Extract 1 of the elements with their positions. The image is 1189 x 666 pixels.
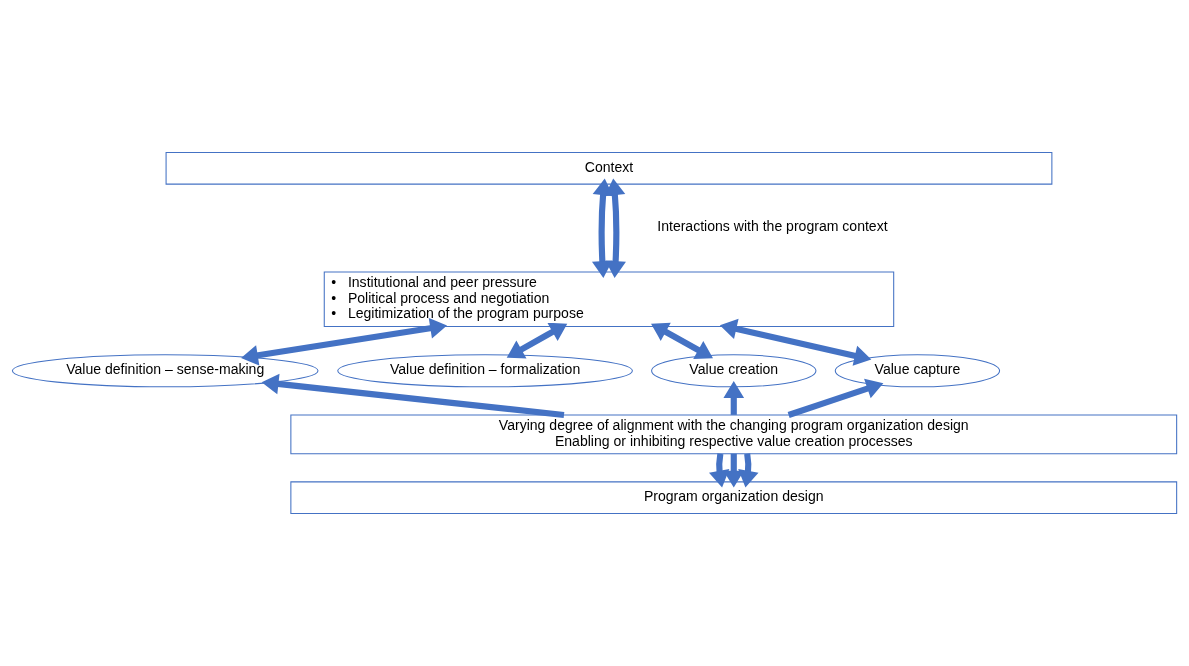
label: Interactions with the program context — [657, 218, 888, 235]
